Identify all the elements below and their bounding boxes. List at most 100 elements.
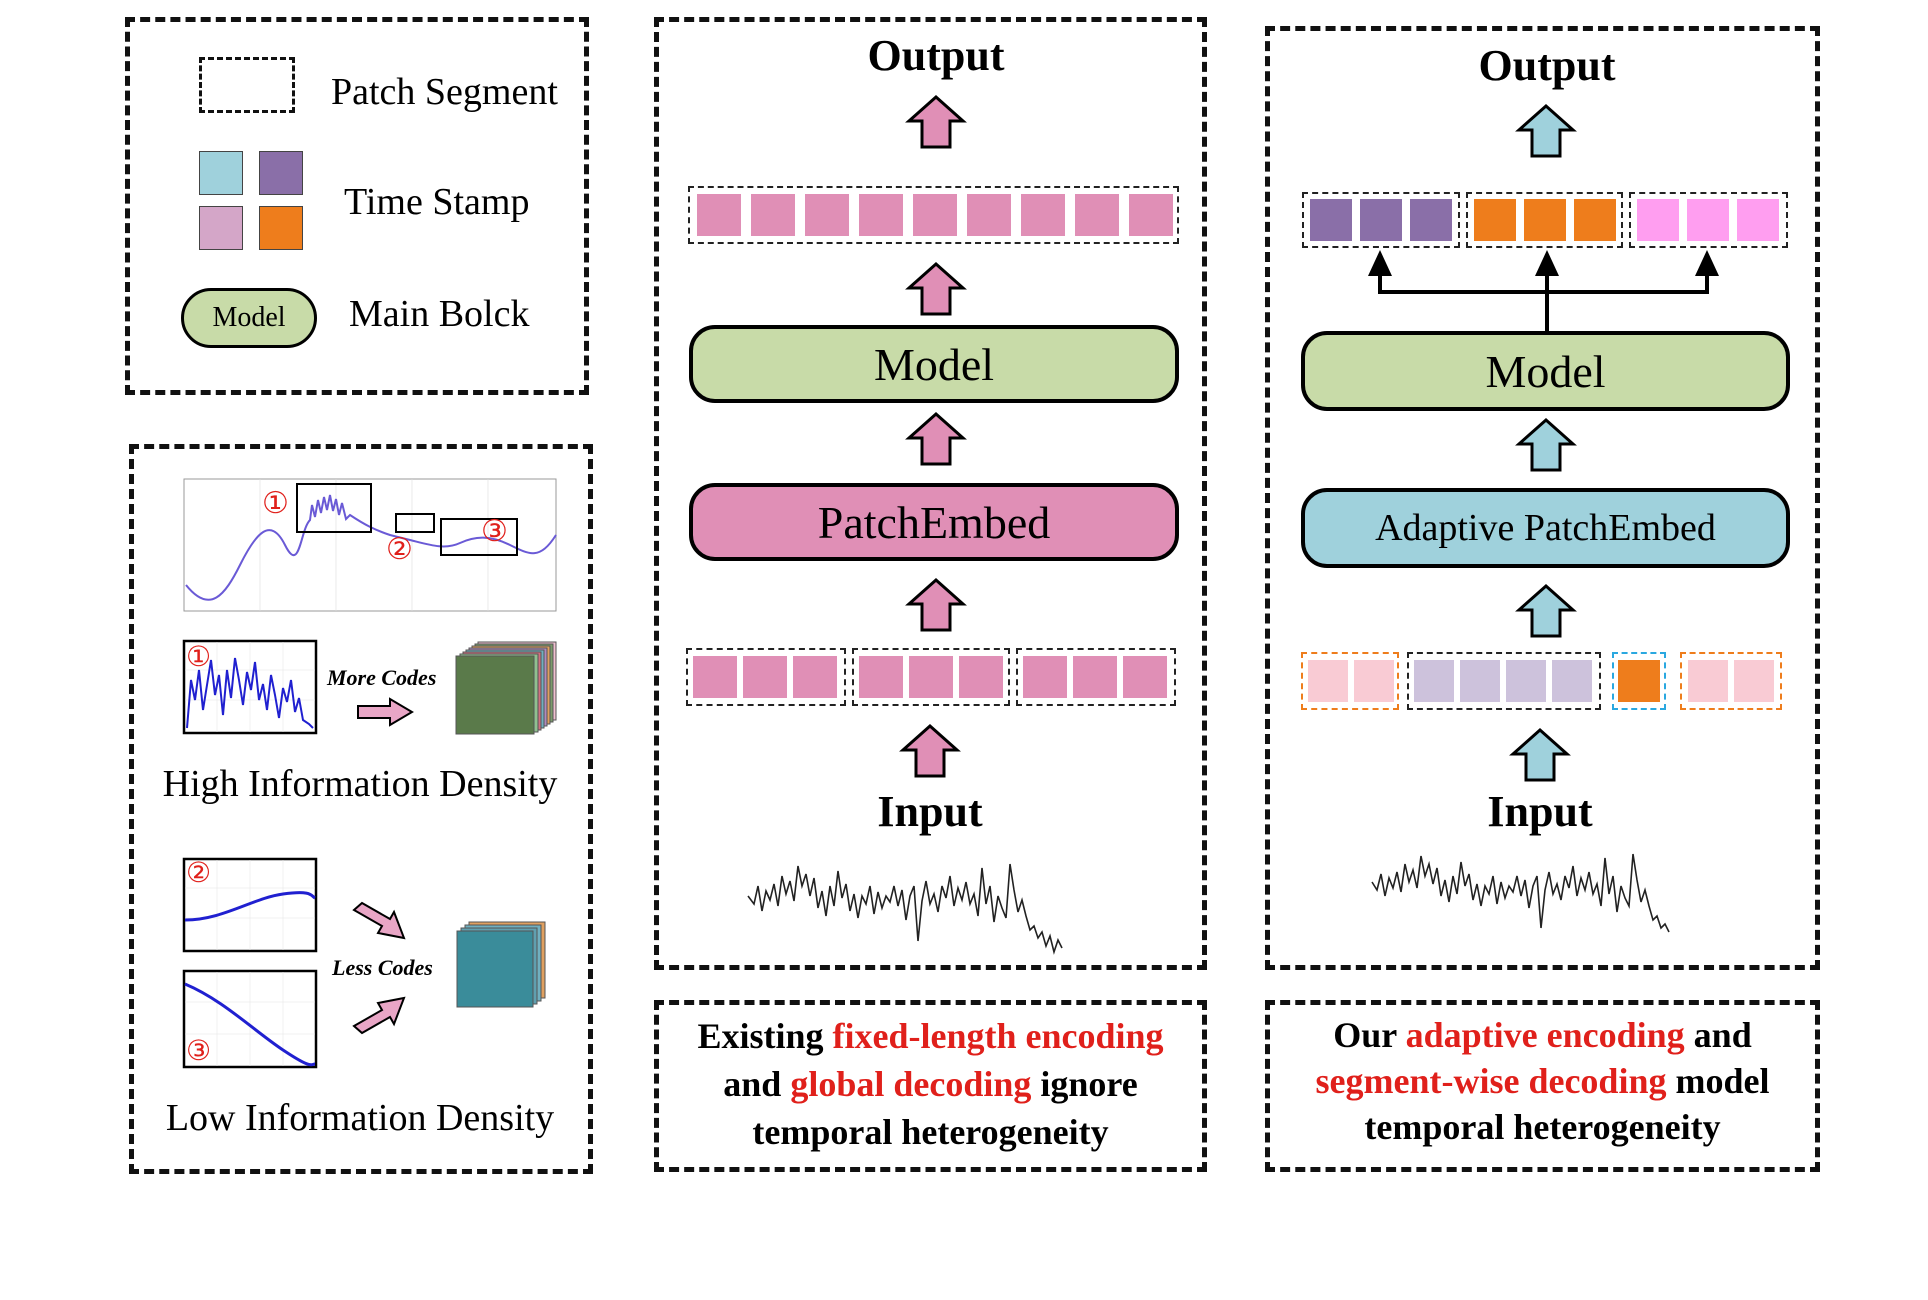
legend-model-text: Model: [212, 302, 286, 333]
low-density-label: Low Information Density: [165, 1097, 555, 1139]
marker-1-overview: ①: [262, 487, 289, 520]
existing-input-token: [859, 656, 903, 698]
high-density-label: High Information Density: [162, 763, 558, 805]
existing-caption-highlight-1: fixed-length encoding: [832, 1016, 1164, 1056]
existing-arrow-to-tokens: [905, 261, 967, 316]
our-caption-highlight-1: adaptive encoding: [1405, 1015, 1685, 1055]
time-stamp-pink-swatch: [199, 206, 243, 250]
existing-arrow-to-model: [905, 411, 967, 466]
time-stamp-cyan-swatch: [199, 151, 243, 195]
our-input-patch-long: [1407, 652, 1601, 710]
region-box-2: [395, 513, 435, 533]
our-input-token-light-pink: [1308, 660, 1348, 702]
our-caption-panel: [1265, 1000, 1820, 1172]
existing-input-token: [1123, 656, 1167, 698]
existing-patchembed-text: PatchEmbed: [817, 496, 1051, 548]
our-arrow-to-patches: [1509, 727, 1571, 782]
low-density-zoom-plot-2: [182, 857, 318, 953]
our-output-segment-purple: [1302, 192, 1460, 248]
existing-input-token: [743, 656, 787, 698]
less-codes-arrow-upper: [352, 901, 406, 940]
many-codes-stack: [455, 641, 557, 735]
our-output-token-orange: [1574, 199, 1616, 241]
time-stamp-purple-swatch: [259, 151, 303, 195]
more-codes-arrow: [357, 697, 414, 727]
more-codes-label: More Codes: [327, 665, 437, 690]
existing-caption-line1: Existing fixed-length encoding: [697, 1016, 1164, 1056]
our-input-patch-short-2: [1680, 652, 1782, 710]
our-output-token-purple: [1410, 199, 1452, 241]
existing-input-patch-2: [852, 648, 1010, 706]
existing-model-text: Model: [873, 338, 995, 390]
our-output-token-orange: [1474, 199, 1516, 241]
existing-output-token-group: [688, 186, 1179, 244]
existing-patchembed-block: PatchEmbed: [689, 483, 1179, 561]
existing-caption-panel: [654, 1000, 1207, 1172]
existing-input-token: [793, 656, 837, 698]
existing-caption-line2: and global decoding ignore: [723, 1064, 1138, 1104]
signal-overview-plot: [183, 478, 557, 612]
existing-output-token: [1129, 194, 1173, 236]
existing-output-token: [697, 194, 741, 236]
few-codes-stack: [456, 921, 546, 1008]
existing-arrow-to-output: [905, 94, 967, 149]
high-density-zoom-plot: [182, 639, 318, 735]
existing-output-token: [1075, 194, 1119, 236]
our-input-token-orange: [1618, 660, 1660, 702]
legend-main-block-label: Main Bolck: [349, 293, 530, 335]
existing-input-token: [1023, 656, 1067, 698]
existing-input-patch-1: [686, 648, 846, 706]
our-caption-highlight-2: segment-wise decoding: [1315, 1061, 1667, 1101]
our-adaptive-patchembed-block: Adaptive PatchEmbed: [1301, 488, 1790, 568]
our-input-token-light-pink: [1354, 660, 1394, 702]
our-output-token-magenta: [1687, 199, 1729, 241]
our-arrow-to-model: [1515, 417, 1577, 472]
our-arrow-to-output: [1515, 103, 1577, 158]
our-output-token-purple: [1310, 199, 1352, 241]
existing-input-series: [747, 863, 1063, 955]
existing-arrow-to-patches: [899, 723, 961, 778]
our-input-patch-single: [1612, 652, 1666, 710]
patch-segment-symbol: [199, 57, 295, 113]
marker-2-zoom: ②: [186, 858, 212, 889]
existing-input-token: [1073, 656, 1117, 698]
existing-output-token: [913, 194, 957, 236]
marker-3-overview: ③: [481, 515, 508, 548]
legend-panel: [125, 17, 589, 395]
our-input-token-light-pink: [1734, 660, 1774, 702]
segment-wise-decoding-arrows: [1368, 250, 1719, 334]
less-codes-label: Less Codes: [332, 955, 433, 980]
existing-output-token: [805, 194, 849, 236]
legend-model-pill: Model: [181, 288, 317, 348]
our-caption: Our adaptive encoding and segment-wise d…: [1265, 1012, 1820, 1150]
our-arrow-to-embed: [1515, 583, 1577, 638]
legend-time-stamp-label: Time Stamp: [344, 181, 530, 223]
existing-input-token: [693, 656, 737, 698]
our-input-token-lavender: [1414, 660, 1454, 702]
region-box-3: [440, 518, 518, 556]
our-input-patch-short-1: [1301, 652, 1399, 710]
existing-caption-highlight-2: global decoding: [790, 1064, 1032, 1104]
region-box-1: [296, 483, 372, 533]
existing-caption-line3: temporal heterogeneity: [752, 1112, 1109, 1152]
existing-input-label: Input: [877, 787, 983, 836]
our-output-token-magenta: [1737, 199, 1779, 241]
existing-arrow-to-embed: [905, 577, 967, 632]
existing-method-panel: [654, 17, 1207, 970]
existing-output-token: [751, 194, 795, 236]
our-input-token-lavender: [1506, 660, 1546, 702]
marker-2-overview: ②: [386, 533, 413, 566]
marker-3-zoom: ③: [186, 1036, 212, 1067]
existing-output-token: [859, 194, 903, 236]
our-output-segment-orange: [1466, 192, 1623, 248]
existing-input-patch-3: [1016, 648, 1176, 706]
our-output-segment-magenta: [1629, 192, 1788, 248]
our-adaptive-patchembed-text: Adaptive PatchEmbed: [1375, 507, 1716, 549]
our-output-token-orange: [1524, 199, 1566, 241]
existing-output-label: Output: [867, 31, 1005, 80]
our-input-token-lavender: [1552, 660, 1592, 702]
our-input-token-light-pink: [1688, 660, 1728, 702]
existing-caption: Existing fixed-length encoding and globa…: [654, 1012, 1207, 1156]
our-output-label: Output: [1478, 41, 1616, 90]
